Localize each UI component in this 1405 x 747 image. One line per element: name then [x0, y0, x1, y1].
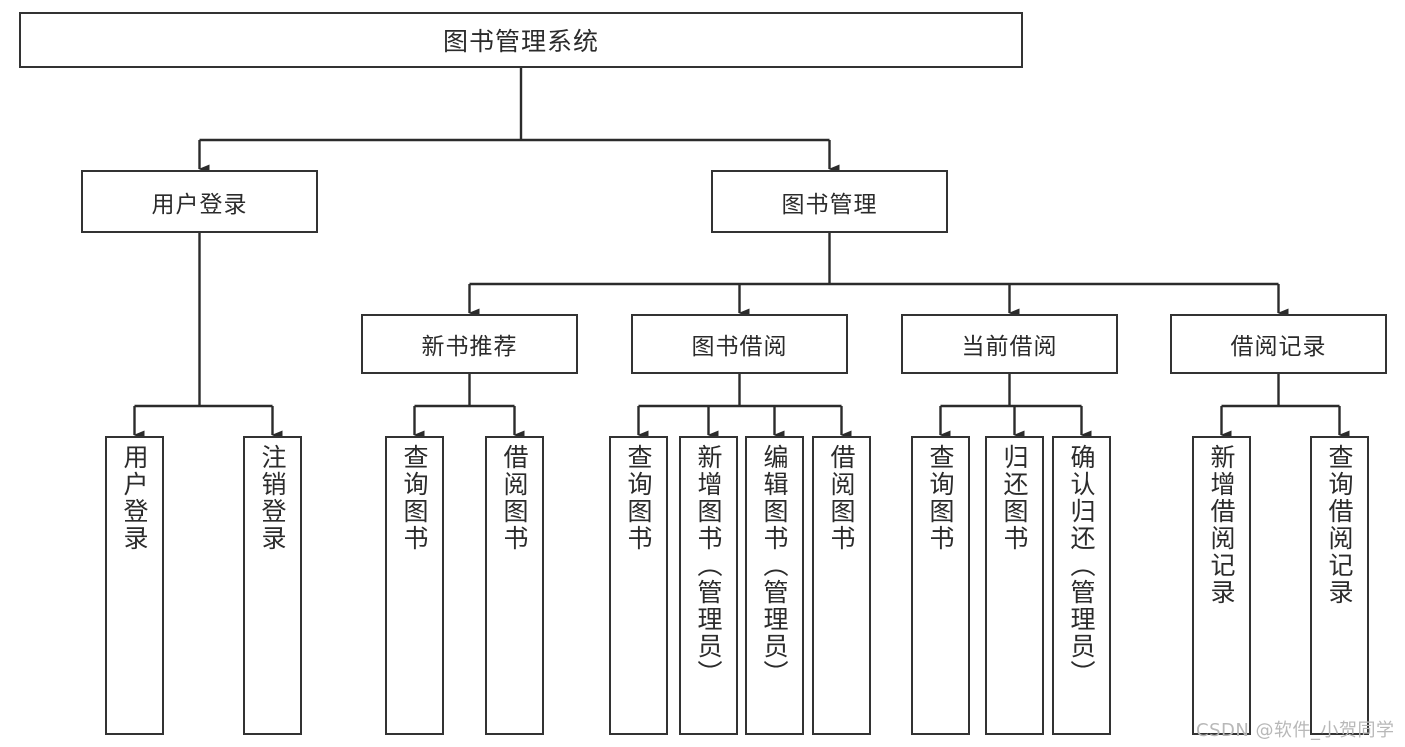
- node-label-new-book-rec: 新书推荐: [421, 334, 518, 360]
- node-book-manage[interactable]: 图书管理: [711, 170, 948, 233]
- node-leaf-cb-return[interactable]: 归还图书: [985, 436, 1044, 735]
- node-leaf-bb-edit[interactable]: 编辑图书（管理员）: [745, 436, 804, 735]
- node-leaf-cb-confirm[interactable]: 确认归还（管理员）: [1052, 436, 1111, 735]
- node-label-book-borrow: 图书借阅: [691, 334, 788, 360]
- node-leaf-cb-query[interactable]: 查询图书: [911, 436, 970, 735]
- node-label-leaf-bb-add: 新增图书（管理员）: [694, 444, 723, 687]
- node-label-leaf-cb-confirm: 确认归还（管理员）: [1067, 444, 1096, 687]
- node-label-leaf-bb-edit: 编辑图书（管理员）: [760, 444, 789, 687]
- node-label-leaf-br-add: 新增借阅记录: [1207, 444, 1236, 606]
- node-label-user-login: 用户登录: [151, 191, 248, 218]
- node-leaf-rec-borrow[interactable]: 借阅图书: [485, 436, 544, 735]
- node-root[interactable]: 图书管理系统: [19, 12, 1023, 68]
- node-book-borrow[interactable]: 图书借阅: [631, 314, 848, 374]
- node-label-cur-borrow: 当前借阅: [961, 334, 1058, 360]
- node-leaf-br-add[interactable]: 新增借阅记录: [1192, 436, 1251, 735]
- node-new-book-rec[interactable]: 新书推荐: [361, 314, 578, 374]
- csdn-watermark: CSDN @软件_小贺同学: [1196, 720, 1395, 741]
- node-label-leaf-user-login: 用户登录: [120, 444, 149, 552]
- node-label-book-manage: 图书管理: [781, 191, 878, 218]
- node-leaf-bb-add[interactable]: 新增图书（管理员）: [679, 436, 738, 735]
- node-label-leaf-rec-borrow: 借阅图书: [500, 444, 529, 552]
- node-label-leaf-br-query: 查询借阅记录: [1325, 444, 1354, 606]
- node-label-leaf-user-logout: 注销登录: [258, 444, 287, 552]
- node-label-root: 图书管理系统: [442, 27, 599, 56]
- node-borrow-rec[interactable]: 借阅记录: [1170, 314, 1387, 374]
- node-cur-borrow[interactable]: 当前借阅: [901, 314, 1118, 374]
- node-label-leaf-cb-return: 归还图书: [1000, 444, 1029, 552]
- node-label-leaf-bb-borrow: 借阅图书: [827, 444, 856, 552]
- node-leaf-bb-borrow[interactable]: 借阅图书: [812, 436, 871, 735]
- node-leaf-user-login[interactable]: 用户登录: [105, 436, 164, 735]
- node-label-leaf-cb-query: 查询图书: [926, 444, 955, 552]
- node-leaf-br-query[interactable]: 查询借阅记录: [1310, 436, 1369, 735]
- node-leaf-rec-query[interactable]: 查询图书: [385, 436, 444, 735]
- node-label-leaf-bb-query: 查询图书: [624, 444, 653, 552]
- node-user-login[interactable]: 用户登录: [81, 170, 318, 233]
- node-label-borrow-rec: 借阅记录: [1230, 334, 1327, 360]
- node-leaf-bb-query[interactable]: 查询图书: [609, 436, 668, 735]
- node-leaf-user-logout[interactable]: 注销登录: [243, 436, 302, 735]
- node-label-leaf-rec-query: 查询图书: [400, 444, 429, 552]
